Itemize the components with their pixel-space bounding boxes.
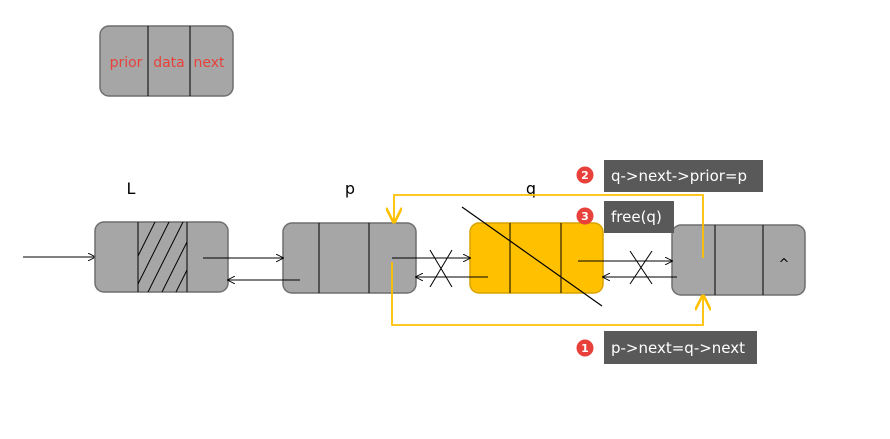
- step-2-number: 2: [581, 169, 589, 182]
- legend-node-box: [99, 25, 234, 97]
- legend-prior-label: prior: [110, 55, 143, 71]
- step-2-text: q->next->prior=p: [611, 167, 747, 185]
- head-node-box: [94, 221, 229, 293]
- legend-next-label: next: [193, 55, 225, 71]
- legend-node: prior data next: [99, 25, 234, 97]
- step-1-text: p->next=q->next: [611, 339, 745, 357]
- step-1-badge: [576, 339, 594, 357]
- step-3-callout: 3 free(q): [576, 201, 674, 233]
- step-3-box: [604, 201, 674, 233]
- cross-mark: [429, 249, 453, 288]
- step-2-box: [604, 160, 763, 192]
- step-2-badge: [576, 166, 594, 184]
- relink-prior-arrow: [394, 194, 704, 258]
- step-1-number: 1: [581, 342, 589, 355]
- head-node: [94, 221, 229, 293]
- step-1-callout: 1 p->next=q->next: [576, 331, 757, 364]
- hatch-pattern: [138, 222, 187, 292]
- q-pointer-label: q: [526, 179, 536, 198]
- q-node-box: [469, 222, 604, 294]
- step-3-badge: [576, 207, 594, 225]
- relink-next-arrow: [391, 262, 703, 326]
- step-1-box: [604, 331, 757, 364]
- p-pointer-label: p: [345, 179, 355, 198]
- step-3-text: free(q): [611, 208, 662, 226]
- last-node: ^: [671, 224, 806, 296]
- q-strike-through: [461, 206, 603, 307]
- q-node: [461, 206, 604, 307]
- step-2-callout: 2 q->next->prior=p: [576, 160, 763, 192]
- head-pointer-label: L: [127, 179, 136, 198]
- cross-mark: [629, 250, 653, 285]
- legend-data-label: data: [153, 55, 185, 71]
- null-pointer-symbol: ^: [779, 257, 790, 272]
- step-3-number: 3: [581, 210, 589, 223]
